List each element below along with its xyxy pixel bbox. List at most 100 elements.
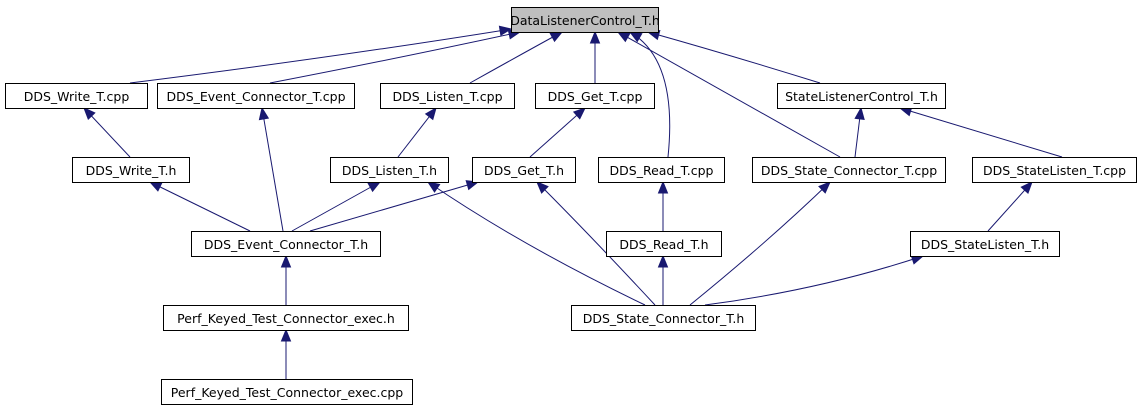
node-box [777,83,946,109]
edge-state_listener_control_h-to-root [646,30,821,84]
edge-line [291,181,381,232]
edge-perf_keyed_h-to-event_connector_h [280,254,292,305]
node-state-listen-h[interactable]: DDS_StateListen_T.h [910,231,1060,257]
node-label: DDS_Listen_T.cpp [392,89,502,104]
node-state-listen-cpp[interactable]: DDS_StateListen_T.cpp [972,157,1137,183]
node-box [972,157,1137,183]
node-label: DDS_Read_T.cpp [610,163,714,178]
node-label: Perf_Keyed_Test_Connector_exec.h [177,311,395,326]
edge-line [269,31,521,84]
node-label: Perf_Keyed_Test_Connector_exec.cpp [171,385,404,400]
node-box [191,231,381,257]
node-label: DDS_Write_T.cpp [24,89,130,104]
node-write-h[interactable]: DDS_Write_T.h [72,157,190,183]
edge-write_cpp-to-root [129,25,513,84]
node-event-connector-h[interactable]: DDS_Event_Connector_T.h [191,231,381,257]
node-listen-cpp[interactable]: DDS_Listen_T.cpp [380,83,515,109]
edge-layer [83,25,1063,379]
edge-state_listen_h-to-state_listen_cpp [987,181,1033,232]
node-state-connector-cpp[interactable]: DDS_State_Connector_T.cpp [752,157,946,183]
arrowhead-icon [280,328,292,342]
edge-get_cpp-to-root [589,30,601,83]
edge-state_connector_h-to-state_connector_cpp [689,181,831,306]
arrowhead-icon [657,254,669,268]
edge-event_connector_h-to-event_connector_cpp [258,106,284,232]
node-label: DDS_Get_T.cpp [548,89,643,104]
edge-state_connector_cpp-to-state_listener_control_h [854,106,865,158]
arrowhead-icon [616,31,631,43]
node-label: DDS_StateListen_T.h [921,237,1049,252]
edge-line [689,181,831,306]
edge-line [617,31,841,158]
edge-state_connector_h-to-state_listen_h [704,254,925,306]
node-write-cpp[interactable]: DDS_Write_T.cpp [5,83,148,109]
edge-write_h-to-write_cpp [83,107,131,158]
edge-line [149,181,251,232]
node-label: DataListenerControl_T.h [510,13,660,28]
node-label: DDS_Read_T.h [619,237,708,252]
arrowhead-icon [367,181,382,193]
arrowhead-icon [818,181,831,194]
node-box [910,231,1060,257]
edge-line [629,31,671,158]
node-perf-keyed-cpp[interactable]: Perf_Keyed_Test_Connector_exec.cpp [161,379,413,405]
node-label: DDS_Get_T.h [484,163,564,178]
node-box [606,231,722,257]
arrowhead-icon [657,180,669,194]
edge-line [899,107,1063,158]
edge-line [309,181,479,232]
node-read-cpp[interactable]: DDS_Read_T.cpp [598,157,725,183]
edge-line [704,255,924,306]
node-box [472,157,576,183]
edge-state_connector_h-to-get_h [536,181,656,306]
node-box [571,305,756,331]
node-event-connector-cpp[interactable]: DDS_Event_Connector_T.cpp [157,83,355,109]
node-box [330,157,449,183]
arrowhead-icon [83,107,96,120]
node-get-cpp[interactable]: DDS_Get_T.cpp [535,83,655,109]
node-listen-h[interactable]: DDS_Listen_T.h [330,157,449,183]
node-label: DDS_Event_Connector_T.cpp [166,89,345,104]
edge-line [647,31,821,84]
edge-state_listen_cpp-to-state_listener_control_h [898,106,1063,158]
node-read-h[interactable]: DDS_Read_T.h [606,231,722,257]
node-root[interactable]: DataListenerControl_T.h [510,7,660,33]
node-perf-keyed-h[interactable]: Perf_Keyed_Test_Connector_exec.h [163,305,409,331]
node-box [5,83,148,109]
node-box [157,83,355,109]
arrowhead-icon [258,106,270,121]
node-state-listener-control-h[interactable]: StateListenerControl_T.h [777,83,946,109]
node-label: DDS_StateListen_T.cpp [983,163,1126,178]
edge-listen_h-to-listen_cpp [397,106,437,158]
node-label: DDS_Event_Connector_T.h [204,237,368,252]
node-box [161,379,413,405]
node-label: DDS_Listen_T.h [342,163,437,178]
edge-get_h-to-get_cpp [529,107,586,158]
edge-state_connector_h-to-listen_h [426,181,646,306]
arrowhead-icon [148,181,163,192]
node-box [163,305,409,331]
node-get-h[interactable]: DDS_Get_T.h [472,157,576,183]
node-box [752,157,946,183]
edge-event_connector_cpp-to-root [269,29,522,84]
edge-line [536,181,656,306]
edge-state_connector_h-to-read_h [657,254,669,305]
node-box [511,7,659,33]
node-label: DDS_Write_T.h [86,163,177,178]
edge-line [129,28,512,84]
node-box [535,83,655,109]
arrowhead-icon [549,31,564,43]
arrowhead-icon [280,254,292,268]
node-box [598,157,725,183]
node-box [72,157,190,183]
node-label: StateListenerControl_T.h [785,89,938,104]
arrowhead-icon [572,107,586,120]
edge-event_connector_h-to-get_h [309,180,480,232]
edge-line [427,181,646,306]
node-state-connector-h[interactable]: DDS_State_Connector_T.h [571,305,756,331]
arrowhead-icon [424,106,437,121]
arrowhead-icon [854,106,865,121]
edge-event_connector_h-to-write_h [148,181,251,232]
